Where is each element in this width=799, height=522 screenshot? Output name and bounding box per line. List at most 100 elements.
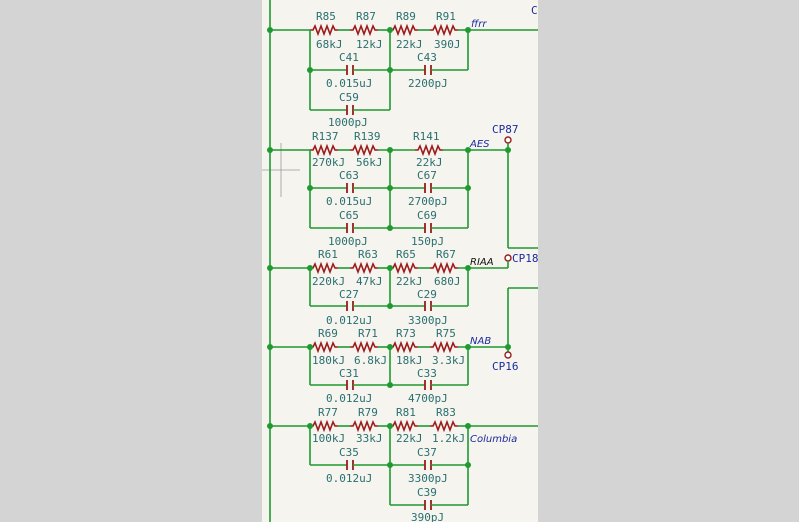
capacitor-c29[interactable] — [424, 300, 432, 312]
resistor-r79[interactable] — [349, 421, 379, 431]
resistor-r73[interactable] — [389, 342, 419, 352]
group-columbia: R77 R79 R81 R83 100kJ 33kJ 22kJ 1.2kJ C3… — [267, 406, 517, 522]
val-r137: 270kJ — [312, 156, 345, 169]
val-c37: 3300pJ — [408, 472, 448, 485]
resistor-r83[interactable] — [429, 421, 459, 431]
ref-r139: R139 — [354, 130, 381, 143]
val-r79: 33kJ — [356, 432, 383, 445]
testpoint-cp16[interactable] — [504, 351, 512, 359]
capacitor-c33[interactable] — [424, 379, 432, 391]
resistor-r141[interactable] — [414, 145, 444, 155]
val-r81: 22kJ — [396, 432, 423, 445]
resistor-r87[interactable] — [349, 25, 379, 35]
page-top-label: C — [531, 4, 538, 17]
ref-c43: C43 — [417, 51, 437, 64]
val-r77: 100kJ — [312, 432, 345, 445]
ref-r141: R141 — [413, 130, 440, 143]
capacitor-c35[interactable] — [346, 459, 354, 471]
resistor-r71[interactable] — [349, 342, 379, 352]
capacitor-c27[interactable] — [346, 300, 354, 312]
capacitor-c37[interactable] — [424, 459, 432, 471]
net-label-ffrr: ffrr — [471, 19, 487, 30]
ref-r79: R79 — [358, 406, 378, 419]
capacitor-c69[interactable] — [424, 222, 432, 234]
resistor-r137[interactable] — [309, 145, 339, 155]
schematic-sheet: C R85 R87 R89 R91 68kJ 12kJ 22kJ 390J — [262, 0, 538, 522]
val-c31: 0.012uJ — [326, 392, 372, 405]
ref-c27: C27 — [339, 288, 359, 301]
ref-r63: R63 — [358, 248, 378, 261]
ref-c37: C37 — [417, 446, 437, 459]
capacitor-c59[interactable] — [346, 104, 354, 116]
val-c27: 0.012uJ — [326, 314, 372, 327]
capacitor-c43[interactable] — [424, 64, 432, 76]
val-c35: 0.012uJ — [326, 472, 372, 485]
ref-r65: R65 — [396, 248, 416, 261]
val-r71: 6.8kJ — [354, 354, 387, 367]
ref-c29: C29 — [417, 288, 437, 301]
val-r69: 180kJ — [312, 354, 345, 367]
group-aes: CP87 R137 R139 R141 270kJ 56kJ 22kJ C63 … — [267, 123, 519, 248]
capacitor-c67[interactable] — [424, 182, 432, 194]
ref-r87: R87 — [356, 10, 376, 23]
label-cp87: CP87 — [492, 123, 519, 136]
group-nab: CP16 R69 R71 R73 R75 180kJ 6.8kJ 18kJ 3.… — [267, 327, 519, 405]
capacitor-c63[interactable] — [346, 182, 354, 194]
ref-c59: C59 — [339, 91, 359, 104]
resistor-r67[interactable] — [429, 263, 459, 273]
val-c67: 2700pJ — [408, 195, 448, 208]
val-c43: 2200pJ — [408, 77, 448, 90]
resistor-r89[interactable] — [389, 25, 419, 35]
ref-r75: R75 — [436, 327, 456, 340]
testpoint-cp87[interactable] — [504, 136, 512, 144]
testpoint-cp18[interactable] — [504, 254, 512, 262]
ref-c67: C67 — [417, 169, 437, 182]
ref-r61: R61 — [318, 248, 338, 261]
resistor-r69[interactable] — [309, 342, 339, 352]
net-label-aes: AES — [469, 139, 490, 150]
val-r141: 22kJ — [416, 156, 443, 169]
capacitor-c39[interactable] — [424, 499, 432, 511]
resistor-r63[interactable] — [349, 263, 379, 273]
val-r91: 390J — [434, 38, 461, 51]
val-c59: 1000pJ — [328, 116, 368, 129]
val-r75: 3.3kJ — [432, 354, 465, 367]
resistor-r85[interactable] — [309, 25, 339, 35]
label-cp16: CP16 — [492, 360, 519, 373]
capacitor-c41[interactable] — [346, 64, 354, 76]
resistor-r77[interactable] — [309, 421, 339, 431]
resistor-r65[interactable] — [389, 263, 419, 273]
ref-r69: R69 — [318, 327, 338, 340]
val-c69: 150pJ — [411, 235, 444, 248]
resistor-r75[interactable] — [429, 342, 459, 352]
net-label-columbia: Columbia — [470, 434, 517, 445]
val-r65: 22kJ — [396, 275, 423, 288]
group-ffrr: R85 R87 R89 R91 68kJ 12kJ 22kJ 390J C41 … — [267, 10, 487, 129]
val-r61: 220kJ — [312, 275, 345, 288]
ref-r77: R77 — [318, 406, 338, 419]
resistor-r81[interactable] — [389, 421, 419, 431]
ref-c65: C65 — [339, 209, 359, 222]
resistor-r139[interactable] — [349, 145, 379, 155]
ref-r89: R89 — [396, 10, 416, 23]
val-c33: 4700pJ — [408, 392, 448, 405]
val-c65: 1000pJ — [328, 235, 368, 248]
val-c29: 3300pJ — [408, 314, 448, 327]
ref-r71: R71 — [358, 327, 378, 340]
capacitor-c65[interactable] — [346, 222, 354, 234]
ref-c35: C35 — [339, 446, 359, 459]
resistor-r61[interactable] — [309, 263, 339, 273]
val-r89: 22kJ — [396, 38, 423, 51]
ref-c39: C39 — [417, 486, 437, 499]
ref-c69: C69 — [417, 209, 437, 222]
ref-c33: C33 — [417, 367, 437, 380]
capacitor-c31[interactable] — [346, 379, 354, 391]
val-r139: 56kJ — [356, 156, 383, 169]
resistor-r91[interactable] — [429, 25, 459, 35]
label-cp18: CP18 — [512, 252, 538, 265]
val-c41: 0.015uJ — [326, 77, 372, 90]
ref-c41: C41 — [339, 51, 359, 64]
val-r85: 68kJ — [316, 38, 343, 51]
ref-r85: R85 — [316, 10, 336, 23]
ref-r91: R91 — [436, 10, 456, 23]
